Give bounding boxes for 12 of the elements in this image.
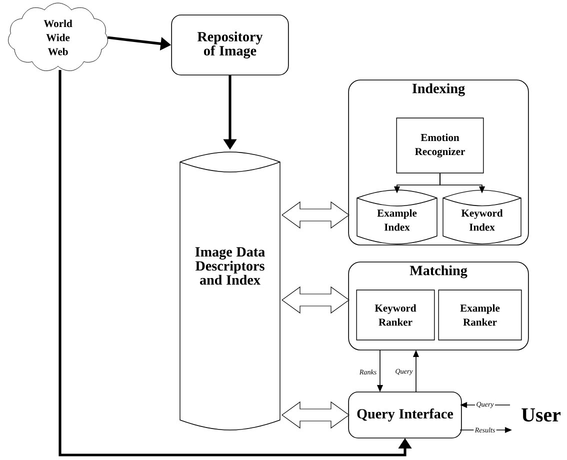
database-cylinder: Image Data Descriptors and Index	[180, 152, 280, 430]
block-arrow	[282, 401, 350, 429]
process-box: Example Ranker	[438, 290, 522, 340]
process-box: Keyword Ranker	[356, 290, 435, 340]
database-cylinder: Keyword Index	[442, 190, 522, 244]
block-arrow	[282, 201, 350, 229]
process-box: Emotion Recognizer	[396, 118, 484, 174]
block-arrow	[282, 286, 350, 314]
process-box: Repository of Image	[171, 14, 289, 76]
process-box: Query Interface	[348, 392, 462, 438]
actor-label: User	[522, 408, 560, 422]
database-cylinder: Example Index	[356, 190, 438, 244]
